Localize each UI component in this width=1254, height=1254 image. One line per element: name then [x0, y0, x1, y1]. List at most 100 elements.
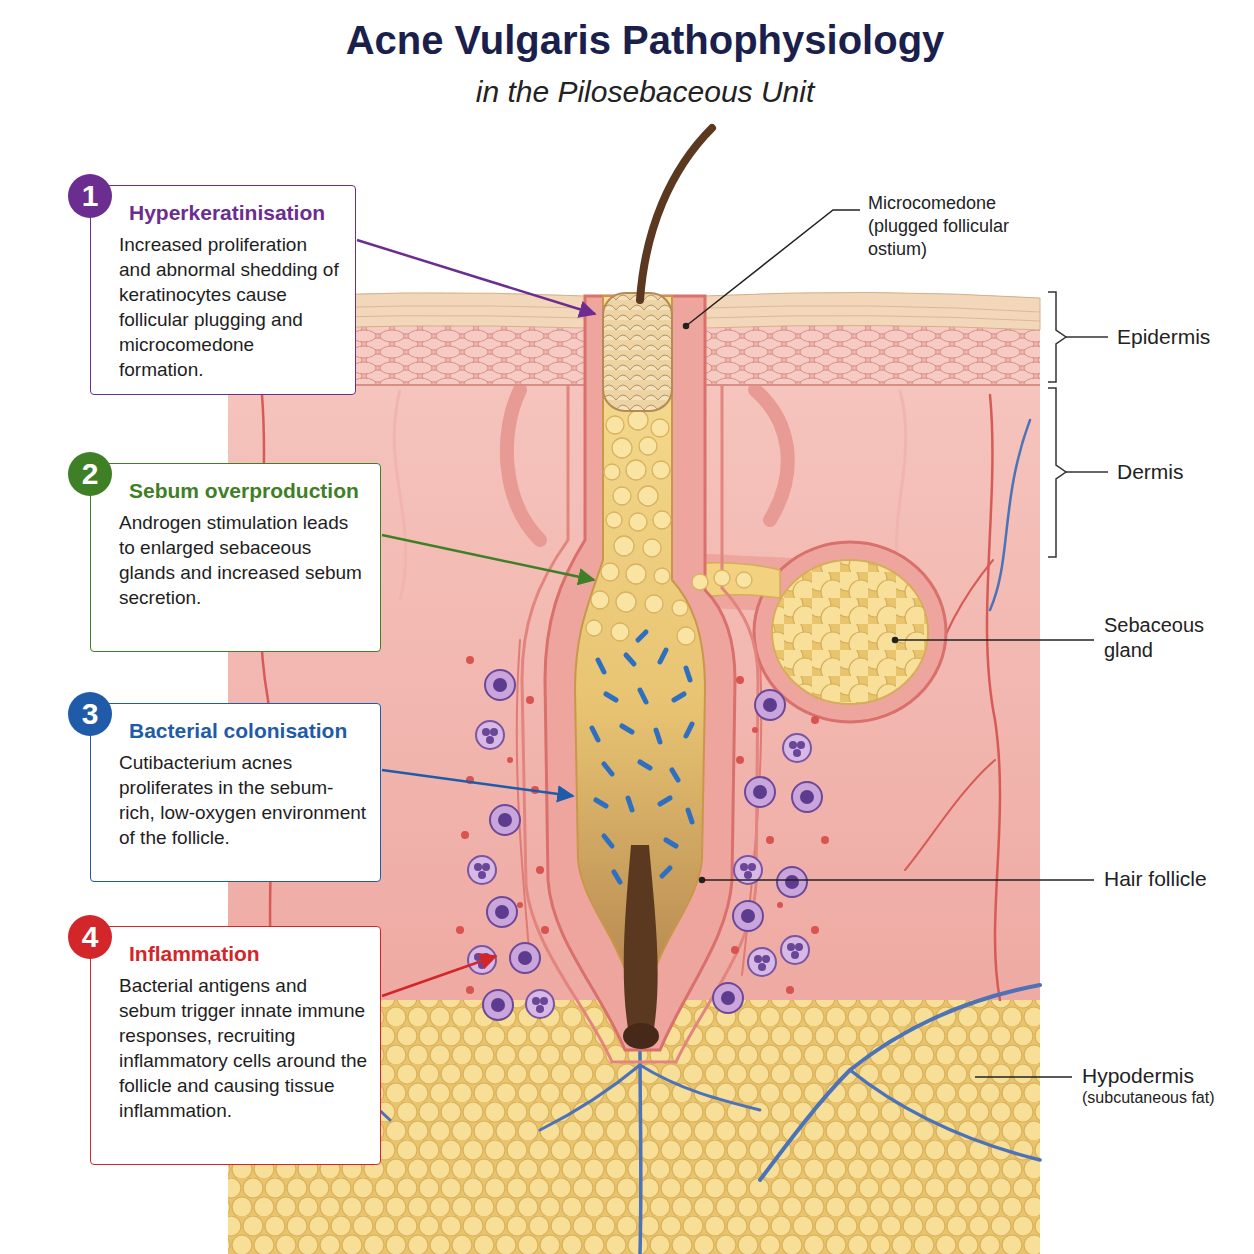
callout-body: Androgen stimulation leads to enlarged s…: [119, 510, 368, 610]
sebum-globules: [614, 536, 634, 556]
blood-cells: [766, 836, 774, 844]
part-label: Sebaceous gland: [1104, 613, 1224, 663]
sebaceous-gland-shape: [754, 542, 946, 722]
blood-cells: [507, 757, 513, 763]
callout-heading: Inflammation: [129, 941, 368, 967]
inflammatory-cells: [713, 983, 743, 1013]
layer-label: (subcutaneous fat): [1082, 1088, 1248, 1108]
layer-brackets: [1048, 292, 1066, 382]
dermis-layer: [394, 390, 406, 600]
subtitle: in the Pilosebaceous Unit: [0, 74, 1254, 110]
inflammatory-cells: [783, 734, 811, 762]
blood-cells: [466, 986, 474, 994]
blood-cells: [456, 926, 464, 934]
sebum-globules: [604, 464, 620, 480]
inflammatory-cells: [490, 805, 520, 835]
blood-vessels: [987, 395, 1000, 1000]
layer-brackets: [1066, 336, 1108, 338]
inflammatory-cells: [483, 990, 513, 1020]
leader-lines: [684, 210, 1095, 1077]
callout-body: Cutibacterium acnes proliferates in the …: [119, 750, 368, 850]
bacteria: [686, 668, 690, 680]
sebum-globules: [677, 627, 695, 645]
callout-arrows: [357, 240, 595, 996]
sebum-globules: [672, 600, 688, 616]
callout-number: 1: [68, 174, 112, 218]
sebum-globules: [601, 563, 619, 581]
bacteria: [592, 728, 598, 740]
callout-heading: Sebum overproduction: [129, 478, 368, 504]
bacteria: [628, 798, 632, 810]
blood-vessels: [760, 985, 1040, 1180]
inflammatory-cells: [792, 782, 822, 812]
layer-label: Hypodermis: [1082, 1063, 1242, 1089]
bacteria: [638, 632, 646, 640]
bacteria: [622, 726, 632, 732]
sebum-globules: [736, 572, 752, 588]
bacteria: [674, 694, 684, 700]
inflammatory-cells: [476, 721, 504, 749]
sebaceous-gland-shape: [772, 560, 928, 704]
part-label: Hair follicle: [1104, 866, 1244, 892]
inflammatory-cells: [745, 777, 775, 807]
layer-label: Epidermis: [1117, 324, 1247, 350]
sebum-globules: [616, 592, 636, 612]
bacteria: [662, 868, 670, 876]
blood-cells: [461, 831, 469, 839]
sebum-globules: [628, 410, 648, 430]
callout-box: 2Sebum overproductionAndrogen stimulatio…: [90, 463, 381, 652]
inflammatory-cells: [733, 901, 763, 931]
bacteria: [604, 836, 612, 846]
blood-cells: [786, 986, 794, 994]
inflammatory-cells: [781, 936, 809, 964]
callout-number: 4: [68, 915, 112, 959]
leader-lines: [702, 879, 1094, 881]
bacteria: [598, 660, 604, 672]
blood-cells: [811, 926, 819, 934]
callout-heading: Bacterial colonisation: [129, 718, 368, 744]
layer-brackets: [1048, 292, 1108, 557]
callout-arrows: [382, 535, 594, 580]
blood-cells: [526, 696, 534, 704]
part-label: Microcomedone (plugged follicular ostium…: [868, 192, 1044, 261]
bacteria: [686, 724, 692, 736]
layer-brackets: [1066, 471, 1108, 473]
bacteria: [640, 762, 650, 768]
blood-cells: [821, 836, 829, 844]
sebum-globules: [645, 595, 663, 613]
blood-cells: [466, 656, 474, 664]
leader-lines: [684, 324, 689, 329]
hair-shaft: [623, 128, 712, 1049]
sebum-globules: [611, 623, 629, 641]
bacteria: [660, 650, 666, 662]
bacteria: [592, 632, 692, 882]
bacteria: [626, 655, 634, 664]
sebum-globules: [586, 410, 752, 645]
leader-lines: [700, 878, 705, 883]
callout-arrows: [357, 240, 595, 314]
sebum-globules: [652, 461, 670, 479]
bacteria: [596, 800, 606, 806]
hair-shaft: [624, 845, 658, 1040]
callout-body: Increased proliferation and abnormal she…: [119, 232, 343, 382]
blood-cells: [752, 727, 758, 733]
sebum-globules: [626, 460, 646, 480]
blood-vessels: [850, 1070, 1040, 1160]
diagram-title: Acne Vulgaris Pathophysiology: [0, 18, 1254, 63]
sebum-globules: [653, 511, 671, 529]
blood-cells: [736, 676, 744, 684]
sebum-globules: [639, 437, 657, 455]
sebum-globules: [629, 513, 647, 531]
inflammatory-cells: [485, 670, 515, 700]
blood-cells: [541, 926, 549, 934]
sebum-globules: [651, 419, 669, 437]
sebum-globules: [638, 486, 658, 506]
microcomedone-plug: [603, 293, 672, 411]
leader-lines: [975, 1076, 1072, 1078]
callout-arrows: [382, 956, 496, 996]
blood-cells: [536, 866, 544, 874]
blood-vessels: [905, 760, 995, 870]
callout-box: 4InflammationBacterial antigens and sebu…: [90, 926, 381, 1165]
bacteria: [604, 764, 612, 774]
